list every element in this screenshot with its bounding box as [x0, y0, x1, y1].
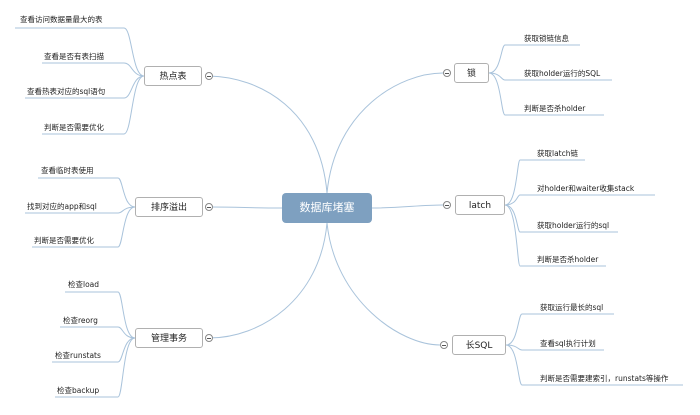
leaf-sort-overflow-3[interactable]: 判断是否需要优化	[34, 236, 94, 245]
leaf-manage-tx-3[interactable]: 检查runstats	[55, 351, 101, 360]
topic-manage-tx[interactable]: 管理事务	[135, 328, 203, 348]
leaf-long-sql-2[interactable]: 查看sql执行计划	[540, 339, 596, 348]
connector-latch-leaf-2	[504, 194, 655, 206]
collapse-toggle-icon[interactable]	[205, 203, 213, 211]
collapse-toggle-icon[interactable]	[443, 69, 451, 77]
connector-center-hot-table	[208, 75, 328, 194]
connector-sort-overflow-leaf-2	[25, 206, 136, 214]
connector-center-latch	[371, 204, 444, 209]
connector-latch-leaf-4	[504, 204, 606, 267]
leaf-long-sql-1[interactable]: 获取运行最长的sql	[540, 303, 604, 312]
connector-sort-overflow-leaf-1	[38, 177, 136, 208]
connector-center-long-sql	[326, 222, 441, 346]
connector-manage-tx-leaf-3	[52, 337, 136, 363]
connector-manage-tx-leaf-1	[65, 291, 136, 339]
collapse-toggle-icon[interactable]	[205, 334, 213, 342]
leaf-sort-overflow-1[interactable]: 查看临时表使用	[41, 166, 94, 175]
leaf-latch-3[interactable]: 获取holder运行的sql	[537, 221, 610, 230]
leaf-latch-4[interactable]: 判断是否杀holder	[537, 255, 599, 264]
connector-hot-table-leaf-1	[15, 27, 145, 77]
leaf-hot-table-3[interactable]: 查看热表对应的sql语句	[27, 87, 106, 96]
topic-hot-table[interactable]: 热点表	[144, 66, 202, 86]
connector-manage-tx-leaf-4	[55, 337, 136, 398]
central-topic[interactable]: 数据库堵塞	[282, 193, 372, 223]
leaf-lock-2[interactable]: 获取holder运行的SQL	[524, 69, 601, 78]
connector-latch-leaf-1	[504, 159, 585, 206]
leaf-lock-3[interactable]: 判断是否杀holder	[524, 104, 586, 113]
connector-center-manage-tx	[208, 222, 328, 339]
connector-lock-leaf-3	[488, 72, 604, 116]
collapse-toggle-icon[interactable]	[440, 341, 448, 349]
leaf-manage-tx-2[interactable]: 检查reorg	[63, 316, 98, 325]
collapse-toggle-icon[interactable]	[205, 72, 213, 80]
connector-long-sql-leaf-1	[505, 313, 614, 346]
topic-latch[interactable]: latch	[455, 195, 505, 215]
connector-hot-table-leaf-3	[25, 75, 145, 99]
connector-lock-leaf-2	[488, 72, 612, 81]
collapse-toggle-icon[interactable]	[443, 201, 451, 209]
connector-sort-overflow-leaf-3	[32, 206, 136, 248]
connector-long-sql-leaf-2	[505, 344, 604, 351]
connector-hot-table-leaf-2	[42, 62, 145, 77]
connector-center-lock	[326, 72, 444, 194]
connector-hot-table-leaf-4	[42, 75, 145, 135]
connector-latch-leaf-3	[504, 204, 618, 233]
topic-sort-overflow[interactable]: 排序溢出	[135, 197, 203, 217]
leaf-sort-overflow-2[interactable]: 找到对应的app和sql	[27, 202, 97, 211]
leaf-lock-1[interactable]: 获取锁链信息	[524, 34, 569, 43]
leaf-latch-1[interactable]: 获取latch链	[537, 149, 578, 158]
topic-lock[interactable]: 锁	[454, 63, 489, 83]
connector-long-sql-leaf-3	[505, 344, 683, 386]
connector-lock-leaf-1	[488, 44, 580, 74]
leaf-long-sql-3[interactable]: 判断是否需要建索引，runstats等操作	[540, 374, 669, 383]
leaf-hot-table-1[interactable]: 查看访问数据量最大的表	[20, 15, 103, 24]
topic-long-sql[interactable]: 长SQL	[452, 335, 506, 355]
leaf-manage-tx-1[interactable]: 检查load	[68, 280, 100, 289]
leaf-hot-table-2[interactable]: 查看是否有表扫描	[44, 52, 104, 61]
connector-manage-tx-leaf-2	[60, 326, 136, 339]
leaf-manage-tx-4[interactable]: 检查backup	[57, 386, 100, 395]
leaf-latch-2[interactable]: 对holder和waiter收集stack	[537, 184, 635, 193]
leaf-hot-table-4[interactable]: 判断是否需要优化	[44, 123, 104, 132]
connector-center-sort-overflow	[208, 206, 283, 209]
